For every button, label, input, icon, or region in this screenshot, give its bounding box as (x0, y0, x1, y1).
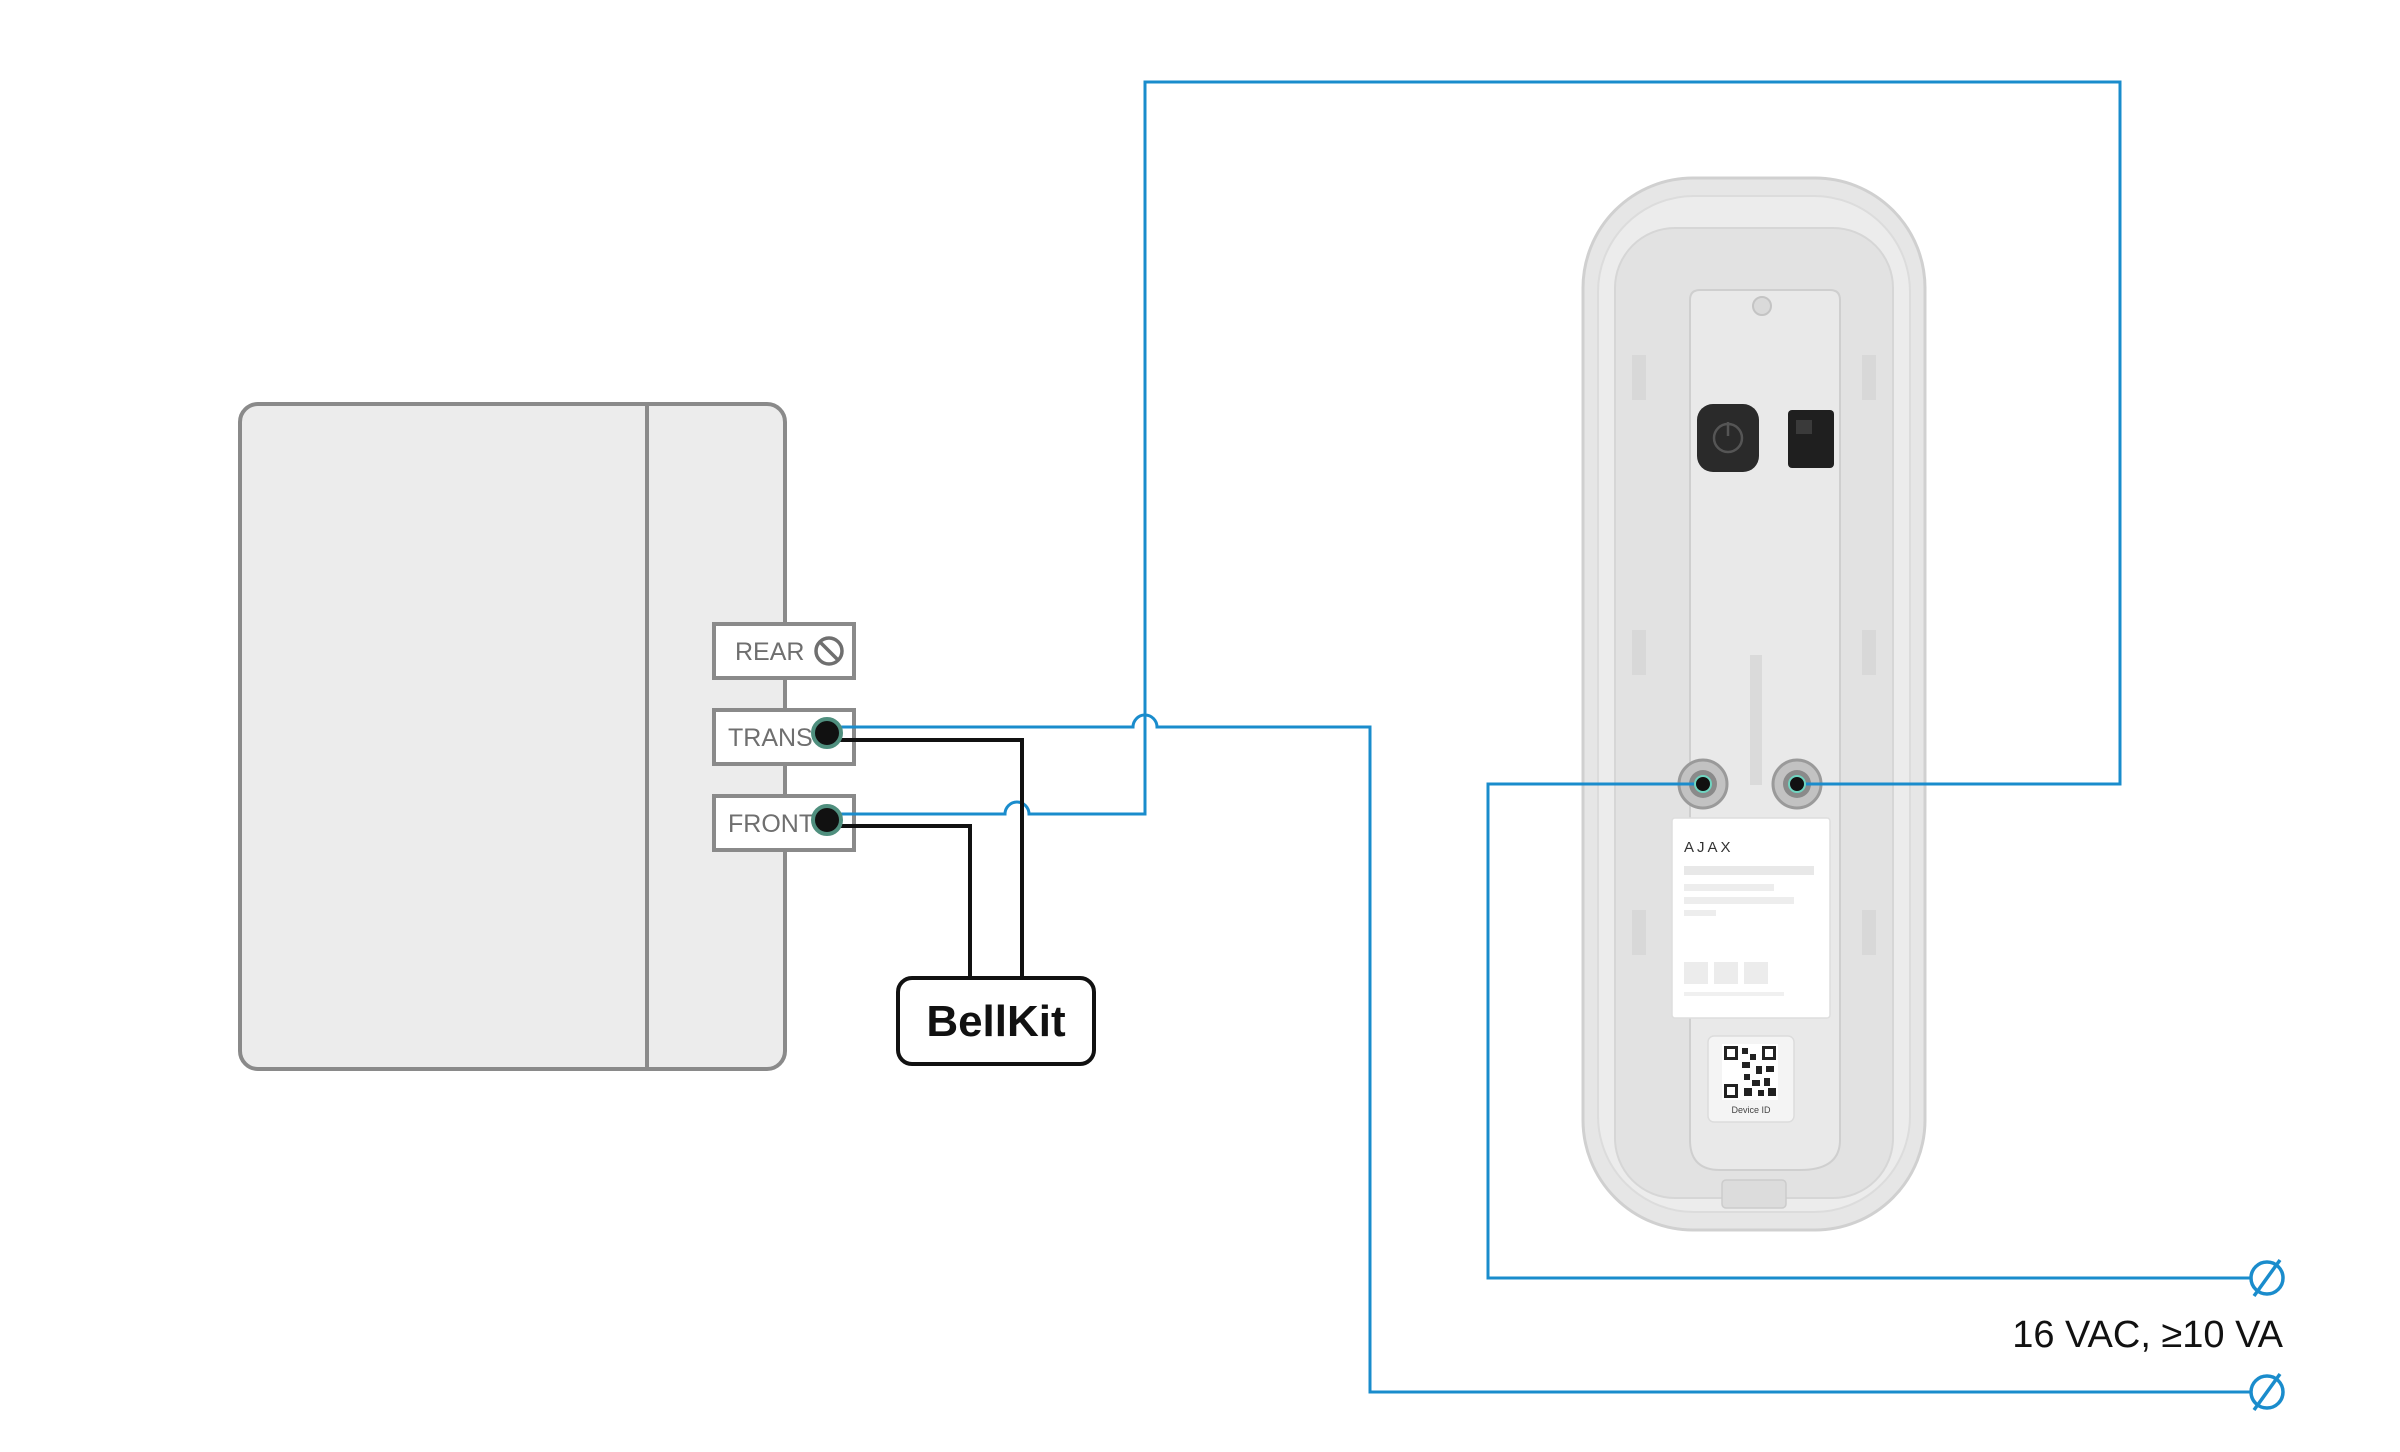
terminal-rear: REAR (712, 622, 856, 680)
terminal-rear-label: REAR (735, 638, 804, 666)
prohibited-icon (814, 636, 844, 666)
doorbell-right-connection-dot (1788, 775, 1806, 793)
wire-trans-to-bellkit (827, 738, 1024, 978)
terminal-front-label: FRONT (728, 810, 814, 838)
wire-front-to-bellkit (827, 824, 972, 978)
device-id-caption: Device ID (1731, 1105, 1771, 1115)
tamper-switch-icon (1788, 410, 1834, 468)
qr-code: Device ID (1707, 1035, 1795, 1123)
wire-trans-to-power (827, 713, 2250, 1394)
wire-doorbell-to-power (1486, 782, 2250, 1280)
doorbell-device: AJAX (1581, 176, 1927, 1232)
power-button-icon (1697, 404, 1759, 472)
bellkit-module: BellKit (896, 976, 1096, 1066)
ajax-logo: AJAX (1684, 839, 1734, 856)
device-label-sticker: AJAX (1671, 817, 1831, 1019)
doorbell-left-connection-dot (1694, 775, 1712, 793)
door-chime: REAR TRANS FRONT (238, 402, 856, 1071)
terminal-front-screw-icon (811, 804, 843, 836)
crossed-circle-terminal-icon (2249, 1258, 2285, 1298)
crossed-circle-terminal-icon (2249, 1372, 2285, 1412)
power-supply-label: 16 VAC, ≥10 VA (2012, 1314, 2283, 1356)
bellkit-label: BellKit (926, 997, 1066, 1046)
terminal-trans-screw-icon (811, 717, 843, 749)
terminal-trans-label: TRANS (728, 724, 813, 752)
